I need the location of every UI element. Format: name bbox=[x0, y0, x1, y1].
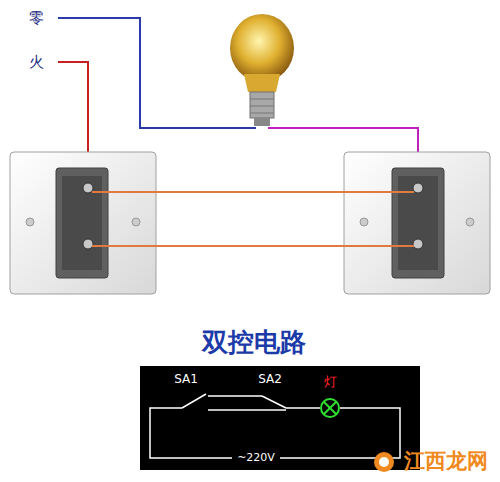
switch-label: SA2 bbox=[256, 373, 284, 386]
traveller-wire bbox=[92, 191, 414, 193]
wire-label: 零 bbox=[27, 10, 46, 27]
light-bulb bbox=[230, 14, 294, 126]
switch-label: SA1 bbox=[172, 373, 200, 386]
lamp-label: 灯 bbox=[322, 375, 339, 389]
watermark-logo bbox=[374, 452, 394, 472]
wire-label: 火 bbox=[27, 54, 46, 71]
traveller-wire bbox=[92, 245, 414, 247]
watermark: 江西龙网 bbox=[402, 450, 490, 473]
switch-left bbox=[10, 152, 156, 294]
switch-right bbox=[344, 152, 490, 294]
diagram-title: 双控电路 bbox=[202, 328, 306, 357]
voltage-label: ~220V bbox=[235, 452, 277, 464]
